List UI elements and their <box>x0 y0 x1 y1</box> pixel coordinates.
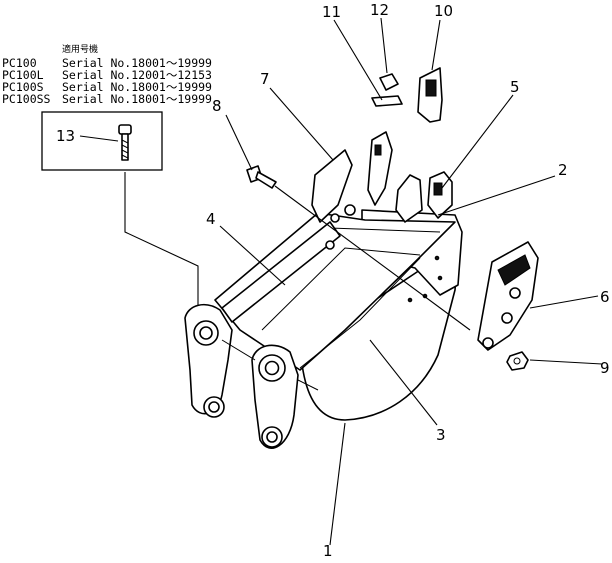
pin-11 <box>371 95 403 107</box>
tooth-point-10 <box>417 67 443 123</box>
serial-pc100l: Serial No.12001～12153 <box>62 68 212 82</box>
callout-4: 4 <box>206 210 216 228</box>
callout-9: 9 <box>600 359 610 377</box>
lock-12 <box>379 73 399 91</box>
bucket-inner-wall <box>221 221 341 323</box>
serial-pc100s: Serial No.18001～19999 <box>62 80 212 94</box>
bolt-13 <box>118 124 132 161</box>
callout-2: 2 <box>558 161 568 179</box>
callout-5: 5 <box>510 78 520 96</box>
adapter-1 <box>367 131 393 206</box>
callout-6: 6 <box>600 288 610 306</box>
model-pc100l: PC100L <box>2 68 44 82</box>
callout-3: 3 <box>436 426 446 444</box>
applicability-table: 適用号機 PC100 Serial No.18001～19999 PC100L … <box>2 43 212 106</box>
callout-11: 11 <box>322 3 341 21</box>
detail-connector-line <box>124 172 199 305</box>
model-pc100ss: PC100SS <box>2 92 51 106</box>
callout-8: 8 <box>212 97 222 115</box>
callout-7: 7 <box>260 70 270 88</box>
bucket-linkage-brackets <box>184 303 319 449</box>
callout-1: 1 <box>323 542 333 558</box>
model-pc100: PC100 <box>2 56 37 70</box>
callout-numbers: 1 2 3 4 5 6 7 8 9 10 11 12 <box>206 1 610 560</box>
bolt-8 <box>246 165 277 189</box>
applicability-header: 適用号機 <box>62 43 98 55</box>
side-cutter-left <box>311 149 353 223</box>
detail-box-bolt: 13 <box>41 111 199 305</box>
side-cutter-6 <box>477 241 539 351</box>
bucket-body <box>214 149 463 421</box>
nut-9 <box>506 351 529 371</box>
serial-pc100ss: Serial No.18001～19999 <box>62 92 212 106</box>
leader-lines <box>219 17 603 546</box>
detail-box-frame <box>41 111 163 171</box>
model-pc100s: PC100S <box>2 80 44 94</box>
adapter-2 <box>395 174 423 223</box>
bucket-bowl <box>299 229 461 421</box>
tooth-adapters <box>367 131 453 223</box>
leader-13 <box>79 135 119 142</box>
callout-12: 12 <box>370 1 389 19</box>
callout-10: 10 <box>434 2 453 20</box>
callout-13: 13 <box>56 127 75 145</box>
serial-pc100: Serial No.18001～19999 <box>62 56 212 70</box>
